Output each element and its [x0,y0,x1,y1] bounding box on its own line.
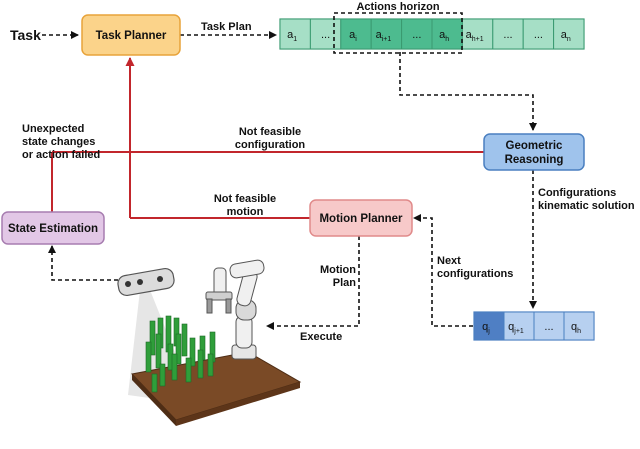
not-feasible-motion-label-1: Not feasible [214,193,276,205]
action-cell-label: ai [349,29,357,43]
action-sequence: a1... ai ai+1... ah ah+1...... an [279,18,585,50]
table-side-edge [176,382,300,426]
feedback-lines [51,57,484,219]
motion-planner-node[interactable]: Motion Planner [309,199,413,237]
action-cell [431,18,463,50]
not-feasible-config-label-1: Not feasible [239,126,301,138]
configs-to-motion-arrow [413,214,473,327]
config-cell [533,311,565,341]
sensor-to-state-arrow [48,245,118,281]
config-cell [503,311,535,341]
unexpected-label-2: state changes [22,136,95,148]
motion-planner-label: Motion Planner [319,213,403,225]
state-estimation-label: State Estimation [8,223,98,235]
action-cell-label: ai+1 [376,29,392,43]
task-planner-node[interactable]: Task Planner [81,14,181,56]
plant-stick [207,353,214,377]
plant-stick [159,363,166,387]
plant-stick [181,323,188,357]
action-cell [522,18,555,50]
action-cell-label: an [561,29,571,43]
action-cell [492,18,524,50]
action-cell [401,18,433,50]
action-cell-label: ... [503,29,512,41]
table-front-edge [132,374,176,426]
task-planner-label: Task Planner [96,30,167,42]
config-cell [563,311,595,341]
plant-stick [171,353,178,381]
action-cell-label: a1 [287,29,297,43]
action-cell [553,18,585,50]
config-cell [473,311,505,341]
actions-horizon-label: Actions horizon [356,1,439,13]
plant-sticks [145,315,216,393]
unexpected-label-1: Unexpected [22,123,84,135]
dashed-connectors [42,31,537,330]
motion-plan-arrow [266,236,360,330]
geometric-reasoning-label-1: Geometric [506,140,563,152]
task-plan-label: Task Plan [201,21,252,33]
plant-stick [185,357,192,383]
configurations-label-1: Configurations [538,187,616,199]
robot-scene [117,259,302,426]
robot-arm-icon [205,259,265,360]
config-cell-label: qj [482,321,490,335]
geometric-reasoning-label-2: Reasoning [505,154,564,166]
action-cell-label: ... [534,29,543,41]
plant-stick [175,333,182,365]
plant-stick [189,337,196,367]
actions-horizon-box [333,12,463,54]
task-input-label: Task [10,27,41,43]
state-estimation-node[interactable]: State Estimation [1,211,105,245]
action-cells: a1... ai ai+1... ah ah+1...... an [279,18,585,50]
config-cells: qj qj+1... qh [473,311,595,341]
action-cell-label: ah+1 [466,29,484,43]
config-cell-label: qj+1 [508,321,524,335]
action-cell-label: ah [439,29,449,43]
action-cell [309,18,342,50]
motion-plan-label-1: Motion [320,264,356,276]
next-config-label-2: configurations [437,268,513,280]
motion-plan-label-2: Plan [333,277,357,289]
camera-sensor-icon [117,267,175,297]
execute-label: Execute [300,331,342,343]
config-cell-label: ... [544,321,553,333]
config-sequence: qj qj+1... qh [473,311,595,341]
action-cell [370,18,403,50]
config-cell-label: qh [571,321,581,335]
plant-stick [197,349,204,379]
not-feasible-config-label-2: configuration [235,139,306,151]
plant-stick [145,341,152,373]
horizon-to-geometric-arrow [399,52,537,131]
plant-stick [149,320,156,356]
not-feasible-motion-label-2: motion [227,206,264,218]
plant-stick [155,333,162,369]
action-cell [279,18,311,50]
action-cell-label: ... [412,29,421,41]
action-cell [340,18,372,50]
unexpected-label-3: or action failed [22,149,100,161]
plant-stick [151,373,158,393]
action-cell-label: ... [321,29,330,41]
geometric-reasoning-node[interactable]: Geometric Reasoning [483,133,585,171]
next-config-label-1: Next [437,255,461,267]
configurations-label-2: kinematic solution [538,200,635,212]
